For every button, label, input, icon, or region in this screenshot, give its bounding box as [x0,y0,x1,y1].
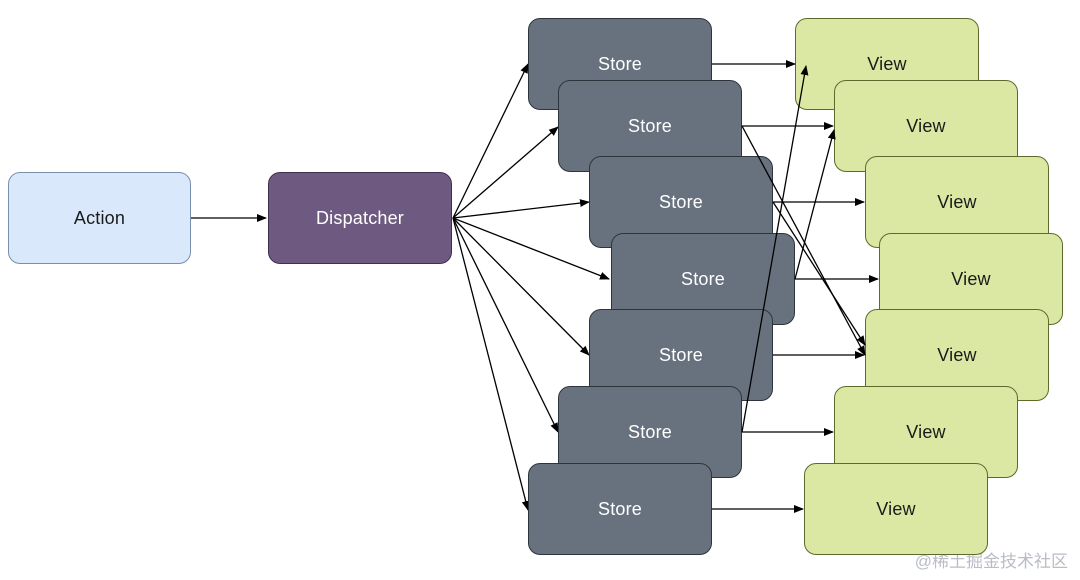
store-label: Store [627,421,673,442]
view-node-7: View [804,463,988,555]
view-node-6: View [834,386,1018,478]
view-label: View [906,421,946,442]
edge-dispatcher-store-4 [452,217,610,280]
view-label: View [906,115,946,136]
edge-dispatcher-store-3 [452,199,590,219]
view-label: View [876,498,916,519]
edge-dispatcher-store-7 [452,217,530,511]
store-node-7: Store [528,463,712,555]
view-label: View [937,344,977,365]
edge-store4-view2 [794,129,836,280]
watermark-text: @稀土掘金技术社区 [914,552,1068,571]
store-node-6: Store [558,386,742,478]
store-label: Store [627,115,673,136]
store-label: Store [658,191,704,212]
view-node-5: View [865,309,1049,401]
store-label: Store [597,498,643,519]
view-label: View [937,191,977,212]
dispatcher-label: Dispatcher [315,207,405,228]
view-label: View [867,53,907,74]
edge-dispatcher-store-2 [452,126,559,219]
edge-dispatcher-store-5 [452,217,590,356]
action-node: Action [8,172,191,264]
view-label: View [951,268,991,289]
edge-dispatcher-store-1 [452,63,529,219]
dispatcher-node: Dispatcher [268,172,452,264]
store-label: Store [597,53,643,74]
store-label: Store [658,344,704,365]
edge-dispatcher-store-6 [452,217,559,433]
action-label: Action [73,207,126,228]
store-label: Store [680,268,726,289]
